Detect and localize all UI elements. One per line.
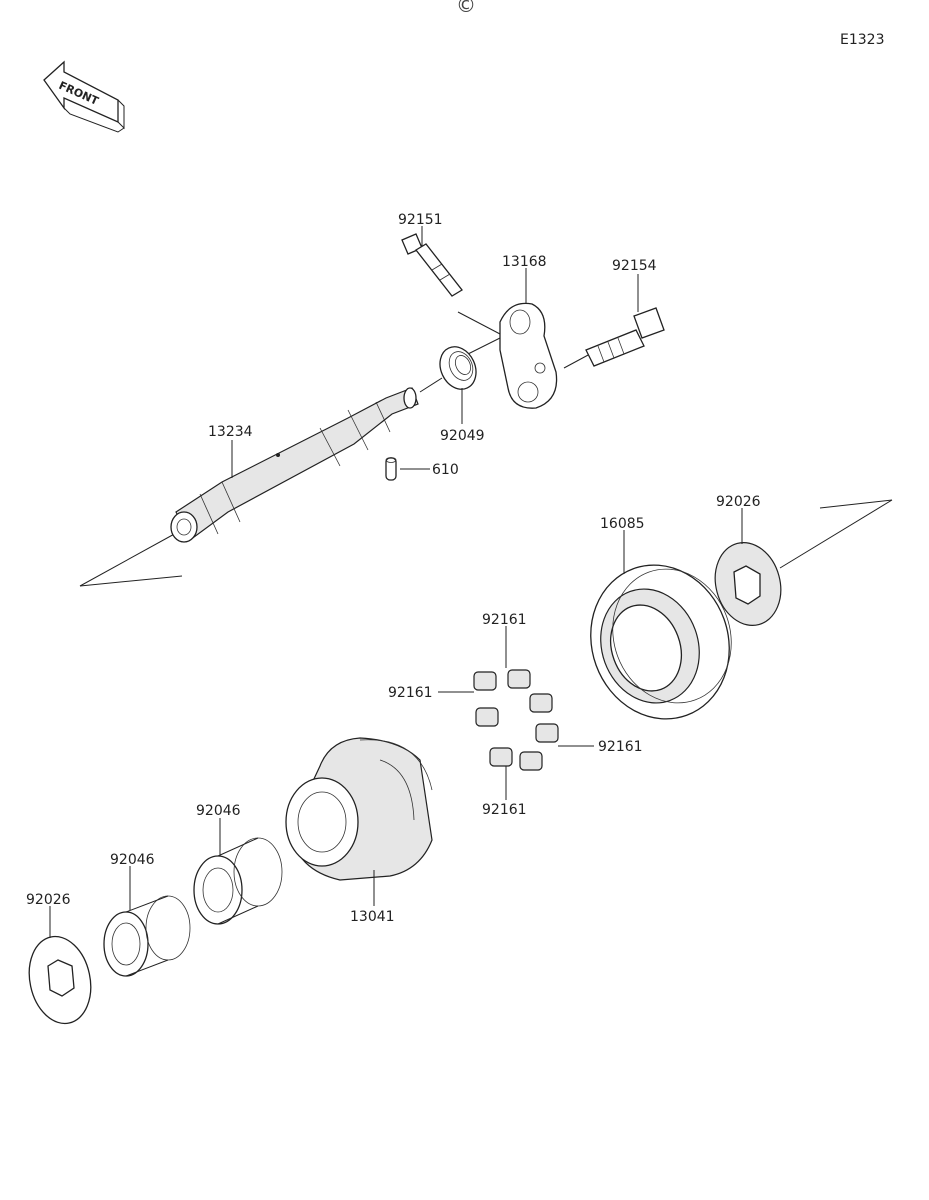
callout-92026-left: 92026 (26, 892, 71, 908)
callout-13041: 13041 (350, 909, 395, 925)
callout-16085: 16085 (600, 516, 645, 532)
pin-610 (385, 457, 397, 481)
axis-lines (79, 311, 893, 587)
callout-92046-left: 92046 (110, 852, 155, 868)
rollers-92161 (473, 669, 559, 771)
leader-lines (49, 226, 743, 938)
bearing-92046-right (193, 837, 283, 925)
front-arrow-icon: FRONT (43, 60, 125, 133)
callout-92161-right: 92161 (598, 739, 643, 755)
callout-92154: 92154 (612, 258, 657, 274)
washer-92026-left (28, 935, 92, 1025)
oilseal-92049 (439, 346, 477, 390)
bearing-92046-left (103, 895, 191, 977)
callout-92026-right: 92026 (716, 494, 761, 510)
callout-13168: 13168 (502, 254, 547, 270)
watermark-text: © (456, 0, 476, 17)
gear-16085 (590, 564, 732, 720)
callout-92161-left: 92161 (388, 685, 433, 701)
arm-13168 (499, 302, 558, 409)
callout-92049: 92049 (440, 428, 485, 444)
shaft-13234 (170, 387, 419, 543)
bolt-92154 (585, 307, 665, 367)
callout-92046-right: 92046 (196, 803, 241, 819)
callout-610: 610 (432, 462, 459, 478)
callout-92151: 92151 (398, 212, 443, 228)
callout-92161-bottom: 92161 (482, 802, 527, 818)
bolt-92151 (401, 233, 463, 297)
callout-92161-top: 92161 (482, 612, 527, 628)
diagram-code: E1323 (840, 32, 884, 48)
callout-13234: 13234 (208, 424, 253, 440)
washer-92026-right (714, 541, 782, 627)
hub-13041 (285, 737, 433, 881)
